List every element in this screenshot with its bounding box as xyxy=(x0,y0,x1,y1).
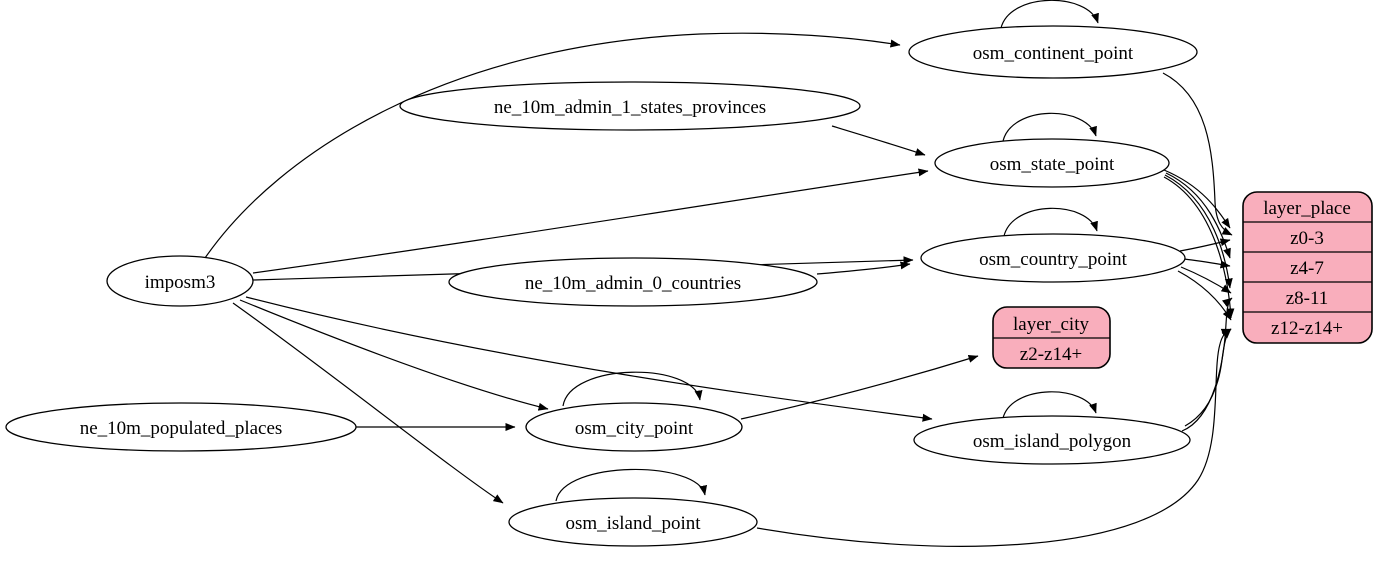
edge-osm-state-point-to-layer-place-z0-3 xyxy=(1163,169,1231,229)
record-layer-place-title: layer_place xyxy=(1263,198,1351,219)
edge-imposm3-to-osm-island-polygon xyxy=(245,296,933,422)
node-osm-island-polygon-shape xyxy=(913,415,1191,465)
node-osm-island-polygon-label: osm_island_polygon xyxy=(973,431,1132,452)
self-loop-osm-island-polygon xyxy=(1002,391,1097,419)
edge-osm-country-point-to-layer-place-z8-11 xyxy=(1180,266,1232,294)
edge-osm-continent-point-to-layer-place-z0-3 xyxy=(1162,72,1233,236)
node-ne-10m-populated-places: ne_10m_populated_places xyxy=(5,402,357,452)
node-imposm3-label: imposm3 xyxy=(145,272,216,293)
node-ne-10m-admin-0-label: ne_10m_admin_0_countries xyxy=(525,273,741,294)
edge-osm-island-polygon-to-layer-place-z8-11 xyxy=(1181,297,1233,432)
self-loop-osm-city-point xyxy=(562,371,703,407)
record-layer-place: layer_place z0-3 z4-7 z8-11 z12-z14+ xyxy=(1242,191,1373,344)
edge-imposm3-to-osm-continent-point xyxy=(204,32,901,259)
node-osm-city-point: osm_city_point xyxy=(525,402,743,452)
node-osm-country-point-label: osm_country_point xyxy=(979,249,1127,270)
edge-imposm3-to-osm-island-point xyxy=(232,302,504,504)
node-osm-continent-point-label: osm_continent_point xyxy=(973,43,1134,64)
node-osm-city-point-shape xyxy=(525,402,743,452)
node-imposm3-shape xyxy=(106,255,254,307)
edge-osm-island-point-to-layer-place-z12-z14 xyxy=(756,328,1232,547)
node-ne-10m-admin-1-shape xyxy=(399,81,861,131)
node-osm-continent-point: osm_continent_point xyxy=(908,25,1198,79)
edge-osm-state-point-to-layer-place-z4-7 xyxy=(1165,172,1231,259)
node-imposm3: imposm3 xyxy=(106,255,254,307)
record-layer-city: layer_city z2-z14+ xyxy=(992,306,1111,369)
record-layer-place-row-z0-3: z0-3 xyxy=(1290,228,1324,249)
node-osm-island-point: osm_island_point xyxy=(508,497,758,547)
node-osm-island-point-label: osm_island_point xyxy=(565,513,701,534)
edge-imposm3-to-osm-city-point xyxy=(239,299,549,411)
node-osm-state-point: osm_state_point xyxy=(934,138,1170,188)
record-layer-place-box xyxy=(1242,191,1373,344)
edge-osm-city-point-to-layer-city-z2-z14 xyxy=(740,354,979,420)
node-osm-island-point-shape xyxy=(508,497,758,547)
self-loop-osm-country-point xyxy=(1003,207,1098,237)
node-osm-state-point-label: osm_state_point xyxy=(990,154,1115,175)
node-osm-country-point-shape xyxy=(920,233,1186,283)
self-loop-osm-island-point xyxy=(555,468,708,502)
edge-ne-10m-admin-1-to-osm-state-point xyxy=(831,125,926,156)
record-layer-place-row-z4-7: z4-7 xyxy=(1290,258,1324,279)
node-ne-10m-populated-places-label: ne_10m_populated_places xyxy=(80,418,283,439)
node-ne-10m-populated-places-shape xyxy=(5,402,357,452)
record-layer-place-row-z8-11: z8-11 xyxy=(1286,288,1329,309)
edge-osm-country-point-to-layer-place-z0-3 xyxy=(1179,238,1231,252)
edge-imposm3-to-osm-state-point xyxy=(252,168,929,274)
node-osm-state-point-shape xyxy=(934,138,1170,188)
self-loop-osm-state-point xyxy=(1002,112,1097,142)
node-osm-city-point-label: osm_city_point xyxy=(575,418,694,439)
edge-osm-state-point-to-layer-place-z8-11 xyxy=(1164,174,1233,289)
record-layer-city-title: layer_city xyxy=(1013,314,1089,335)
edge-osm-country-point-to-layer-place-z12-z14 xyxy=(1177,270,1232,321)
node-ne-10m-admin-1-label: ne_10m_admin_1_states_provinces xyxy=(494,97,766,118)
edge-osm-island-polygon-to-layer-place-z12-z14 xyxy=(1184,328,1232,427)
node-osm-country-point: osm_country_point xyxy=(920,233,1186,283)
node-ne-10m-admin-0-shape xyxy=(448,257,818,307)
node-osm-continent-point-shape xyxy=(908,25,1198,79)
node-osm-island-polygon: osm_island_polygon xyxy=(913,415,1191,465)
edge-ne-10m-admin-0-to-osm-country-point xyxy=(816,261,911,275)
node-ne-10m-admin-0-countries: ne_10m_admin_0_countries xyxy=(448,257,818,307)
edge-osm-country-point-to-layer-place-z4-7 xyxy=(1183,258,1231,269)
self-loop-osm-continent-point xyxy=(1000,0,1099,29)
record-layer-city-row-z2-z14: z2-z14+ xyxy=(1020,344,1082,365)
node-ne-10m-admin-1-states-provinces: ne_10m_admin_1_states_provinces xyxy=(399,81,861,131)
record-layer-place-row-z12-z14: z12-z14+ xyxy=(1271,318,1343,339)
